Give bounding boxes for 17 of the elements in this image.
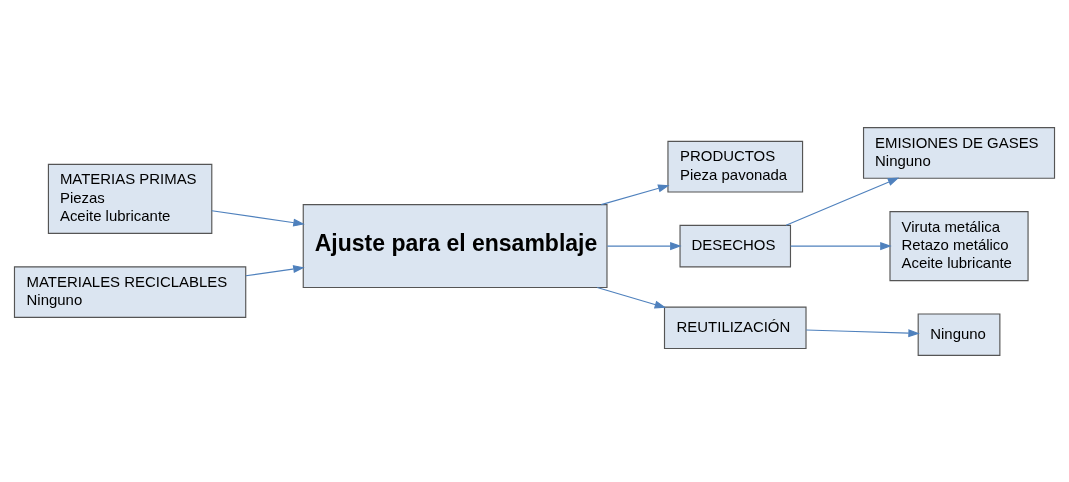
- node-box: Viruta metálica Retazo metálico Aceite lubricante: [889, 210, 1029, 281]
- node-box: PRODUCTOS Pieza pavonada: [667, 140, 804, 193]
- arrow: [790, 241, 892, 250]
- arrow: [596, 286, 667, 308]
- node-box: MATERIAS PRIMAS Piezas Aceite lubricante: [47, 163, 213, 234]
- arrow: [805, 328, 920, 337]
- node-box: EMISIONES DE GASES Ninguno: [862, 126, 1056, 179]
- arrow: [606, 241, 682, 250]
- node-box: MATERIALES RECICLABLES Ninguno: [13, 265, 247, 318]
- arrow: [785, 177, 900, 226]
- node-box: REUTILIZACIÓN: [663, 306, 807, 349]
- node-box: DESECHOS: [679, 224, 792, 267]
- arrow: [245, 264, 305, 276]
- node-box: Ninguno: [917, 312, 1001, 356]
- arrow: [211, 209, 305, 227]
- node-box: Ajuste para el ensamblaje: [302, 203, 608, 288]
- arrow: [600, 183, 670, 205]
